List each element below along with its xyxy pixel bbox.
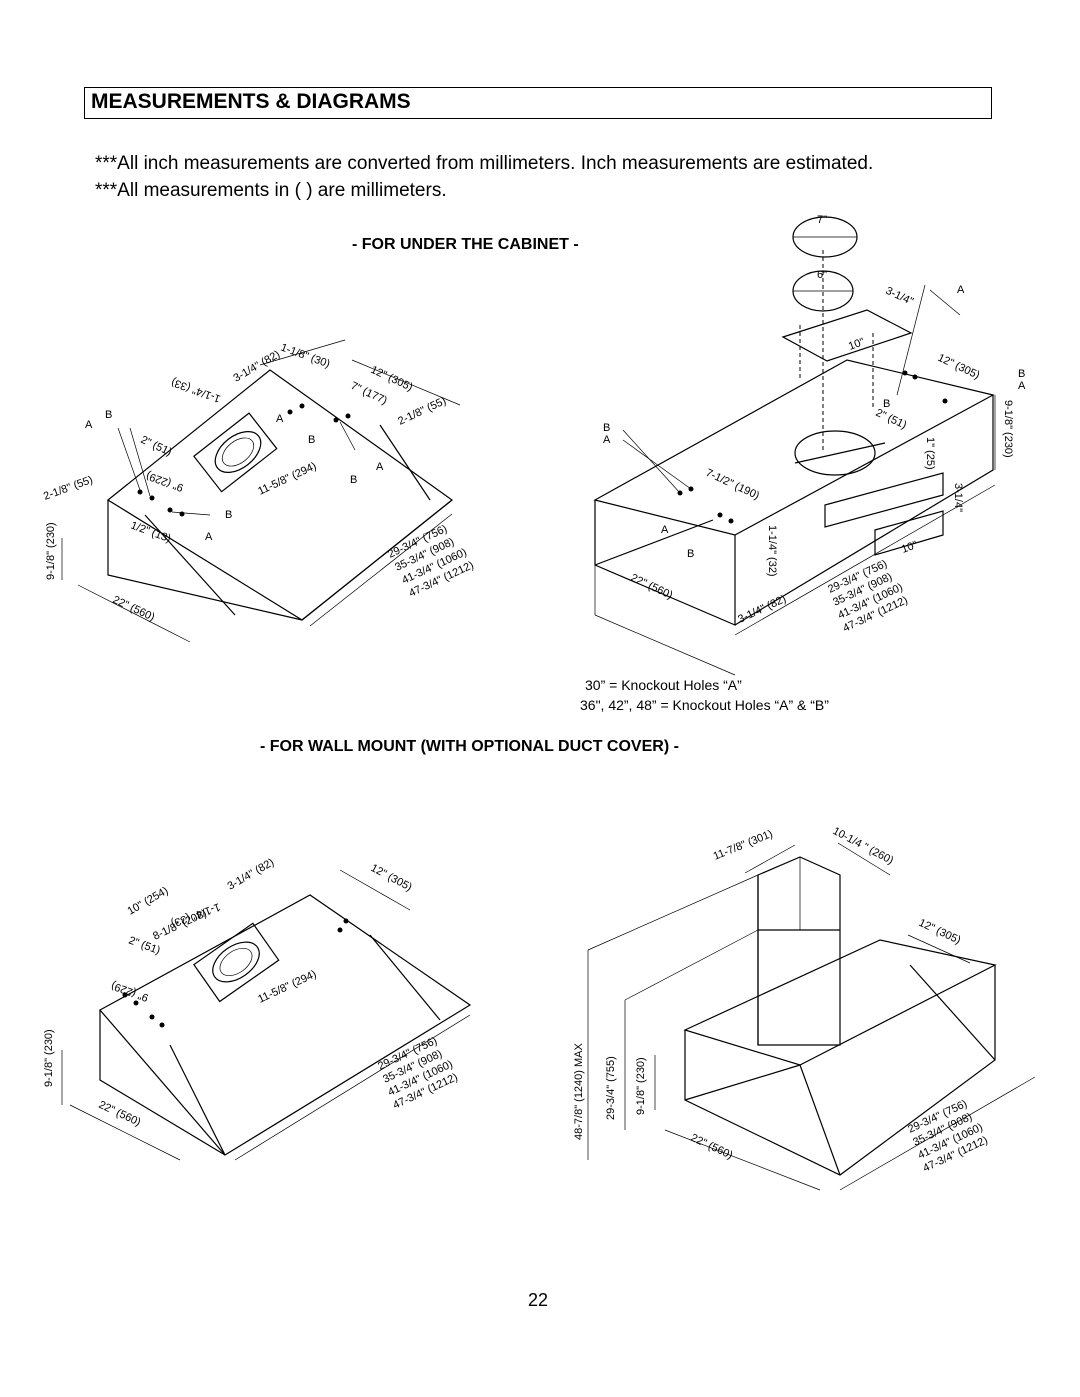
label-b-iso-1: B <box>603 422 610 434</box>
label-22-iso: 22" (560) <box>629 572 675 602</box>
page-title: MEASUREMENTS & DIAGRAMS <box>91 90 411 113</box>
label-9-wall: 9" (229) <box>110 979 151 1004</box>
diagram-under-cabinet-iso: 7" 6" 10" 3-1/4" 12" (305) 9-1/8" (230) … <box>593 214 1026 676</box>
label-7-under: 7" (177) <box>349 380 389 407</box>
label-a-iso-3: A <box>1018 380 1026 392</box>
label-3-1-4-wall: 3-1/4" (82) <box>226 856 277 892</box>
label-9-under: 9" (229) <box>145 469 186 494</box>
label-11-5-8-wall: 11-5/8" (294) <box>256 968 318 1006</box>
diagram-wall-mount-iso: 11-7/8" (301) 10-1/4 " (260) 12" (305) 4… <box>573 825 1036 1191</box>
label-a-iso-4: A <box>661 524 669 536</box>
label-b-under-1: B <box>105 409 112 421</box>
label-a-iso-1: A <box>603 434 611 446</box>
label-3-1-4-side-iso: 3-1/4" <box>952 483 964 512</box>
label-22-wall: 22" (560) <box>97 1099 143 1129</box>
label-9-1-8-under: 9-1/8" (230) <box>45 522 57 580</box>
label-11-5-8-under: 11-5/8" (294) <box>256 460 318 498</box>
label-3-1-4-top-iso: 3-1/4" <box>884 285 915 308</box>
label-b-iso-2: B <box>1018 368 1025 380</box>
label-b-under-4: B <box>225 509 232 521</box>
label-b-iso-3: B <box>883 398 890 410</box>
label-3-1-4-bottom-iso: 3-1/4" (82) <box>736 593 788 626</box>
label-12-wall: 12" (305) <box>369 862 414 894</box>
label-b-under-3: B <box>350 474 357 486</box>
label-duct-6-iso: 6" <box>817 269 827 281</box>
label-2-iso: 2" (51) <box>874 407 909 432</box>
label-12-iso: 12" (305) <box>936 352 982 382</box>
label-8-1-8-wall: 8-1/8" (208) <box>151 907 208 942</box>
note-conversion: ***All inch measurements are converted f… <box>95 153 874 174</box>
label-48-7-8-wall-iso: 48-7/8" (1240) MAX <box>573 1042 585 1140</box>
label-7-1-2-iso: 7-1/2" (190) <box>704 467 761 502</box>
label-a-under-1: A <box>85 419 93 431</box>
heading-under-cabinet: - FOR UNDER THE CABINET - <box>352 236 579 253</box>
label-22-wall-iso: 22" (560) <box>689 1132 735 1162</box>
label-b-iso-4: B <box>687 548 694 560</box>
heading-wall-mount: - FOR WALL MOUNT (WITH OPTIONAL DUCT COV… <box>260 738 679 755</box>
label-a-under-3: A <box>376 461 384 473</box>
label-a-under-2: A <box>276 413 284 425</box>
label-rect-10-iso: 10" <box>847 336 866 353</box>
label-b-under-2: B <box>308 434 315 446</box>
label-3-1-4-under: 3-1/4" (82) <box>232 348 283 384</box>
label-29-3-4-side-wall-iso: 29-3/4" (755) <box>605 1056 617 1120</box>
diagram-under-cabinet-top: 1-1/8" (30) 3-1/4" (82) 1-1/4" (33) 12" … <box>42 339 476 643</box>
label-2-1-8-top-under: 2-1/8" (55) <box>396 395 448 428</box>
label-a-under-4: A <box>205 531 213 543</box>
label-9-1-8-wall-iso: 9-1/8" (230) <box>635 1057 647 1115</box>
label-1-1-4-under: 1-1/4" (33) <box>170 376 223 405</box>
label-a-iso-2: A <box>957 284 965 296</box>
section-title-box: MEASUREMENTS & DIAGRAMS <box>84 87 992 119</box>
label-10-wall: 10" (254) <box>126 885 171 918</box>
label-11-7-8-wall-iso: 11-7/8" (301) <box>712 828 775 863</box>
label-duct-7-iso: 7" <box>817 214 827 226</box>
label-10-1-4-wall-iso: 10-1/4 " (260) <box>831 825 896 867</box>
diagram-wall-mount-top: 3-1/4" (82) 12" (305) 10" (254) 1-1/4" (… <box>43 856 472 1161</box>
label-9-1-8-iso: 9-1/8" (230) <box>1002 400 1014 458</box>
label-1-iso: 1" (25) <box>924 437 936 470</box>
label-1-1-8-under: 1-1/8" (30) <box>279 342 332 371</box>
label-22-under: 22" (560) <box>111 594 157 624</box>
legend-knockout-ab: 36", 42”, 48” = Knockout Holes “A” & “B” <box>580 697 829 713</box>
label-9-1-8-wall: 9-1/8" (230) <box>43 1029 55 1087</box>
label-1-2-under: 1/2" (13) <box>129 520 172 546</box>
legend-knockout-a: 30” = Knockout Holes “A” <box>585 677 742 693</box>
label-1-1-4-iso: 1-1/4" (32) <box>766 525 778 577</box>
label-10-side-iso: 10" <box>900 539 919 556</box>
label-2-under: 2" (51) <box>139 434 174 459</box>
page-number: 22 <box>528 1290 549 1310</box>
note-millimeters: ***All measurements in ( ) are millimete… <box>95 180 447 201</box>
label-2-1-8-left-under: 2-1/8" (55) <box>42 474 95 503</box>
